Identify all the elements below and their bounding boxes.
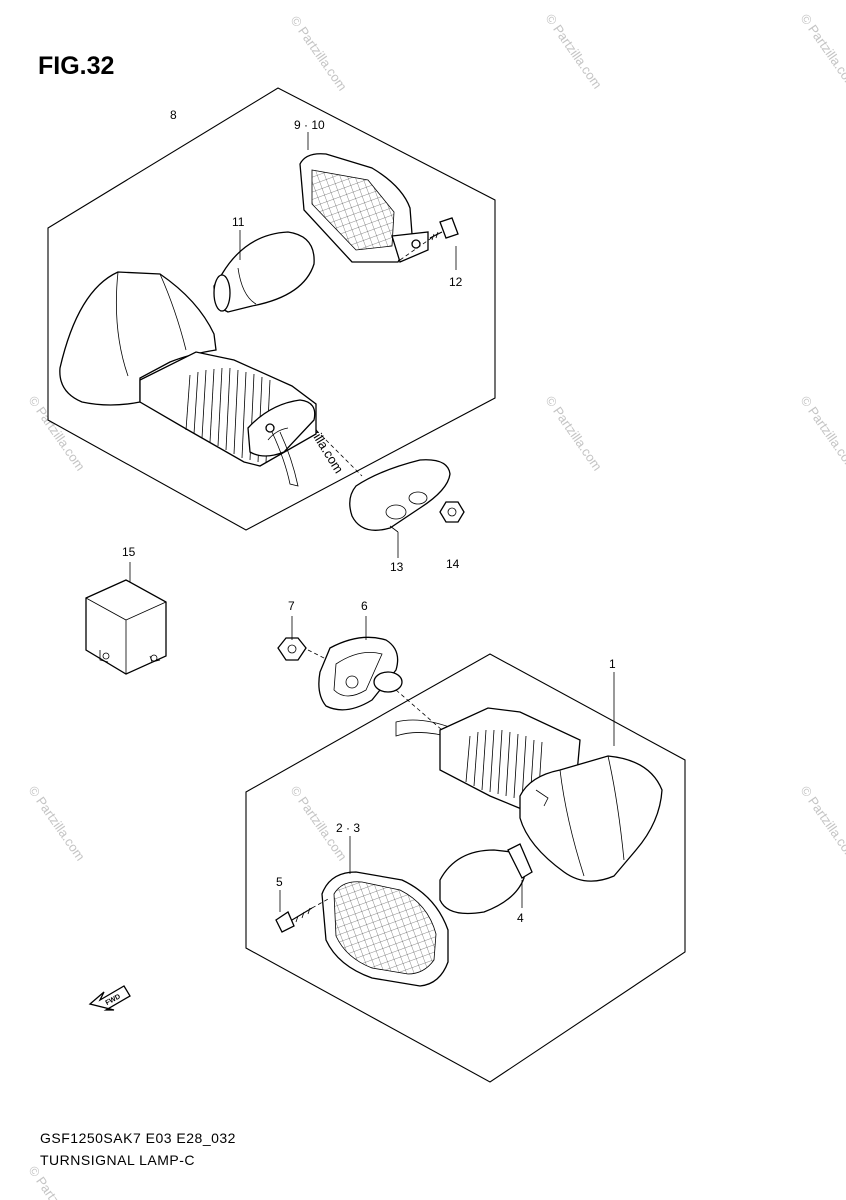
watermark: © Partzilla.com: [798, 393, 846, 473]
callout-6: 6: [361, 599, 368, 613]
callout-11: 11: [232, 215, 245, 229]
part-6-gasket: [318, 636, 443, 731]
callout-14: 14: [446, 557, 460, 571]
part-9-10-lens: [299, 153, 429, 263]
watermark: © Partzilla.com: [26, 1163, 89, 1200]
callout-12: 12: [449, 275, 463, 289]
watermark: © Partzilla.com: [26, 783, 89, 863]
part-7-nut: [277, 637, 337, 665]
part-15-relay: [85, 579, 167, 675]
callout-2-3: 2 · 3: [336, 821, 360, 835]
callout-13: 13: [390, 560, 404, 574]
lower-assembly-frame: [245, 653, 686, 1083]
callout-1: 1: [609, 657, 616, 671]
part-12-screw: [399, 217, 459, 261]
callout-4: 4: [517, 911, 524, 925]
part-4-bulb: [439, 843, 533, 915]
watermark: © Partzilla.com: [543, 11, 606, 91]
watermark: © Partzilla.com: [798, 783, 846, 863]
callout-15: 15: [122, 545, 136, 559]
watermark: © Partzilla.com: [543, 393, 606, 473]
callout-labels: 8 9 · 10 11 12 13 14 15 7 6 1 2 · 3 5 4: [122, 108, 616, 925]
part-5-screw: [275, 897, 331, 933]
watermark: © Partzilla.com: [26, 393, 89, 473]
callout-5: 5: [276, 875, 283, 889]
part-14-nut: [439, 501, 465, 523]
model-code-caption: GSF1250SAK7 E03 E28_032: [40, 1130, 236, 1146]
callout-9-10: 9 · 10: [294, 118, 325, 132]
callout-7: 7: [288, 599, 295, 613]
upper-assembly-frame: [47, 87, 496, 531]
callout-8: 8: [170, 108, 177, 122]
watermark: © Partzilla.com: [288, 13, 351, 93]
figure-title: FIG.32: [38, 52, 115, 80]
part-2-3-lens: [321, 871, 449, 987]
part-1-housing: [395, 707, 663, 882]
part-13-gasket: [315, 429, 451, 531]
forward-arrow-icon: FWD: [88, 985, 131, 1011]
part-11-bulb: [213, 231, 315, 313]
leader-lines: [129, 132, 615, 912]
watermark: © Partzilla.com: [798, 11, 846, 91]
assembly-name-caption: TURNSIGNAL LAMP-C: [40, 1152, 196, 1168]
part-8-housing: [59, 271, 317, 487]
